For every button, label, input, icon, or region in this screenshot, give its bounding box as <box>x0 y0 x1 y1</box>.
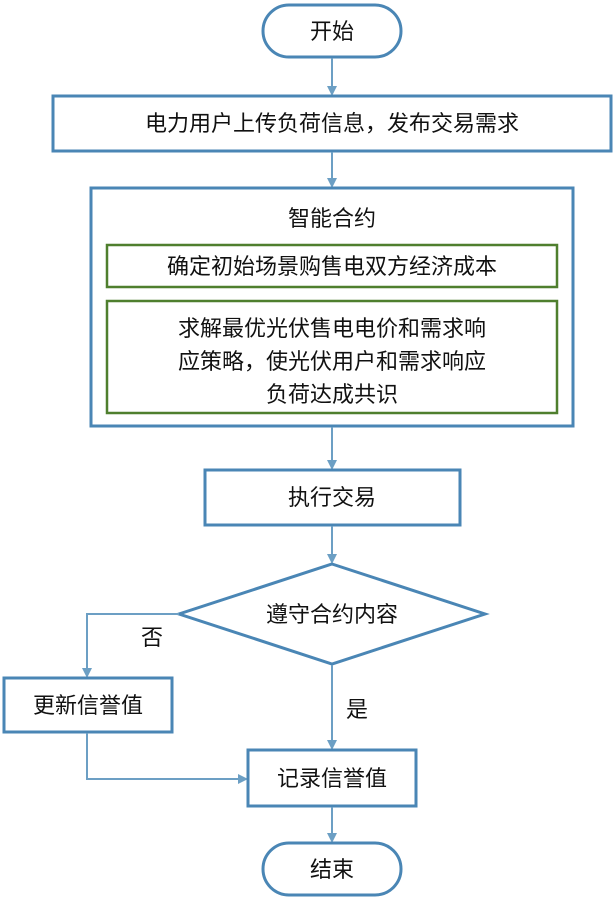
start-terminal: 开始 <box>261 3 403 59</box>
execute-label: 执行交易 <box>288 486 376 511</box>
decision-diamond: 遵守合约内容 <box>174 562 490 666</box>
start-label: 开始 <box>310 20 354 45</box>
contract-step-solve-line-3: 负荷达成共识 <box>266 383 398 408</box>
execute-box: 执行交易 <box>203 468 462 527</box>
end-label: 结束 <box>310 858 354 883</box>
yes-label: 是 <box>346 698 368 723</box>
decision-label: 遵守合约内容 <box>266 603 398 628</box>
contract-step-cost-label: 确定初始场景购售电双方经济成本 <box>167 255 497 280</box>
arrow-update-to-record <box>86 733 248 784</box>
smart-contract-container: 智能合约 确定初始场景购售电双方经济成本 求解最优光伏售电电价和需求响 应策略，… <box>89 186 575 428</box>
record-credit-box: 记录信誉值 <box>246 748 418 808</box>
upload-label: 电力用户上传负荷信息，发布交易需求 <box>145 112 519 137</box>
no-label: 否 <box>141 626 163 651</box>
update-credit-label: 更新信誉值 <box>33 694 143 719</box>
contract-step-solve-line-1: 求解最优光伏售电电价和需求响 <box>178 317 486 342</box>
arrow-no-branch <box>82 613 179 678</box>
update-credit-box: 更新信誉值 <box>2 676 174 734</box>
contract-step-cost: 确定初始场景购售电双方经济成本 <box>105 243 559 289</box>
end-terminal: 结束 <box>261 841 403 897</box>
contract-step-solve-line-2: 应策略，使光伏用户和需求响应 <box>178 350 486 375</box>
record-credit-label: 记录信誉值 <box>277 767 387 792</box>
upload-box: 电力用户上传负荷信息，发布交易需求 <box>51 94 613 153</box>
smart-contract-title: 智能合约 <box>288 207 376 232</box>
contract-step-solve: 求解最优光伏售电电价和需求响 应策略，使光伏用户和需求响应 负荷达成共识 <box>105 299 559 415</box>
